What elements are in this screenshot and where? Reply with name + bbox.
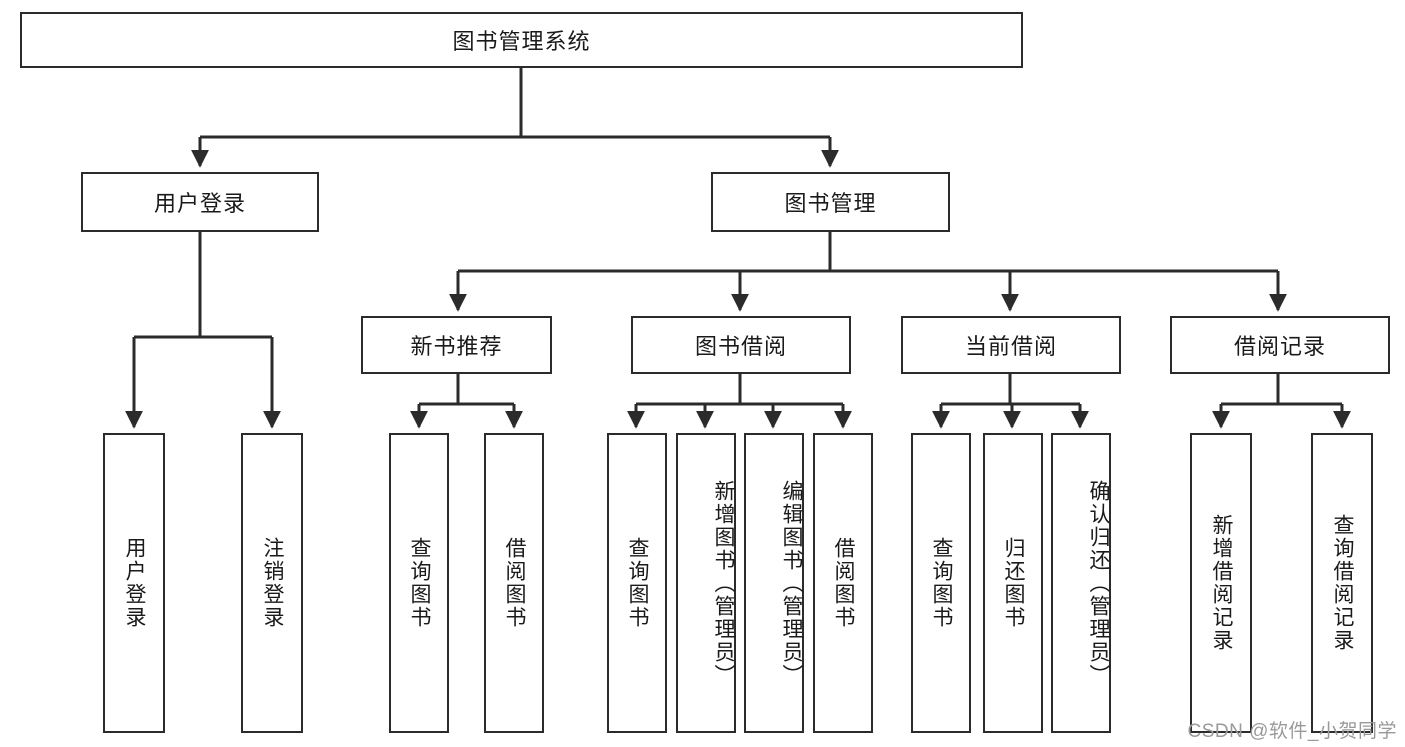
node-leaf-add-record-label: 新增借阅记录 (1210, 514, 1234, 652)
csdn-watermark: CSDN @软件_小贺同学 (1187, 721, 1397, 742)
node-root-label: 图书管理系统 (452, 29, 591, 54)
node-leaf-return-book-label: 归还图书 (1002, 537, 1026, 629)
node-leaf-user-login[interactable]: 用户登录 (103, 433, 165, 733)
node-book-manage[interactable]: 图书管理 (711, 172, 950, 232)
node-leaf-edit-book[interactable]: 编辑图书（管理员） (744, 433, 804, 733)
node-leaf-borrow-book-1[interactable]: 借阅图书 (484, 433, 544, 733)
node-book-borrow[interactable]: 图书借阅 (631, 316, 851, 374)
node-user-login-label: 用户登录 (153, 191, 246, 216)
node-leaf-query-book-3[interactable]: 查询图书 (911, 433, 971, 733)
node-leaf-user-login-label: 用户登录 (123, 537, 147, 629)
node-leaf-logout-label: 注销登录 (261, 537, 285, 629)
node-new-book-rec[interactable]: 新书推荐 (361, 316, 552, 374)
node-leaf-confirm-return[interactable]: 确认归还（管理员） (1051, 433, 1111, 733)
node-leaf-borrow-book-1-label: 借阅图书 (503, 537, 527, 629)
node-leaf-logout[interactable]: 注销登录 (241, 433, 303, 733)
node-borrow-record-label: 借阅记录 (1233, 334, 1326, 359)
node-leaf-query-book-1[interactable]: 查询图书 (389, 433, 449, 733)
node-new-book-rec-label: 新书推荐 (410, 334, 503, 359)
node-leaf-add-book[interactable]: 新增图书（管理员） (676, 433, 736, 733)
node-root[interactable]: 图书管理系统 (20, 12, 1023, 68)
node-leaf-query-book-2-label: 查询图书 (626, 537, 650, 629)
node-leaf-return-book[interactable]: 归还图书 (983, 433, 1043, 733)
node-leaf-add-record[interactable]: 新增借阅记录 (1190, 433, 1252, 733)
node-user-login[interactable]: 用户登录 (81, 172, 319, 232)
node-leaf-query-record[interactable]: 查询借阅记录 (1311, 433, 1373, 733)
node-borrow-record[interactable]: 借阅记录 (1170, 316, 1390, 374)
node-leaf-query-record-label: 查询借阅记录 (1331, 514, 1355, 652)
node-leaf-borrow-book-2[interactable]: 借阅图书 (813, 433, 873, 733)
node-current-borrow[interactable]: 当前借阅 (901, 316, 1121, 374)
node-leaf-query-book-2[interactable]: 查询图书 (607, 433, 667, 733)
node-book-manage-label: 图书管理 (784, 191, 877, 216)
node-current-borrow-label: 当前借阅 (964, 334, 1057, 359)
node-leaf-edit-book-label: 编辑图书（管理员） (780, 479, 803, 687)
node-book-borrow-label: 图书借阅 (694, 334, 787, 359)
node-leaf-query-book-1-label: 查询图书 (408, 537, 432, 629)
node-leaf-borrow-book-2-label: 借阅图书 (832, 537, 856, 629)
node-leaf-query-book-3-label: 查询图书 (930, 537, 954, 629)
node-leaf-confirm-return-label: 确认归还（管理员） (1087, 479, 1110, 687)
node-leaf-add-book-label: 新增图书（管理员） (712, 479, 735, 687)
